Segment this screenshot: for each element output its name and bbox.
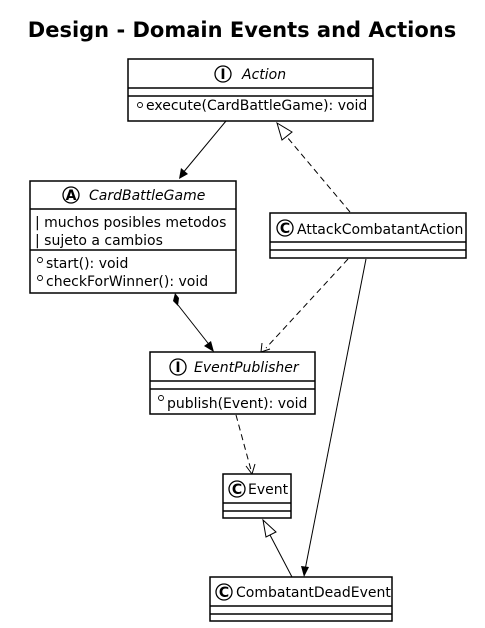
note-line-2: | sujeto a cambios (35, 233, 163, 249)
stereotype-letter: I (175, 360, 180, 376)
class-stereotype-icon (228, 480, 246, 498)
class-name: Action (241, 67, 286, 83)
class-name: EventPublisher (194, 360, 300, 376)
stereotype-letter: C (219, 585, 229, 601)
edge-attack-implements-action (286, 136, 351, 213)
composition-diamond (173, 293, 179, 306)
arrowhead-eventpublisher-2 (260, 342, 271, 353)
realization-arrowhead (276, 121, 293, 141)
stereotype-letter: C (280, 221, 290, 237)
class-action: I Action execute(CardBattleGame): void (127, 58, 374, 122)
edge-eventpublisher-to-event (235, 414, 252, 471)
class-name: CardBattleGame (89, 188, 205, 204)
edge-action-to-cardbattlegame (181, 120, 227, 175)
edge-cardbattlegame-to-eventpublisher (177, 304, 212, 348)
abstract-stereotype-icon (62, 186, 80, 204)
interface-stereotype-icon (169, 358, 187, 376)
edge-attack-to-combatantdeadevent (304, 258, 367, 571)
diagram-title: Design - Domain Events and Actions (28, 18, 456, 42)
stereotype-letter: A (66, 188, 77, 204)
stereotype-letter: C (232, 482, 242, 498)
class-eventpublisher: I EventPublisher publish(Event): void (149, 351, 316, 415)
arrowhead-combatantdeadevent (301, 566, 309, 577)
public-visibility-icon (37, 257, 43, 263)
note-line-1: | muchos posibles metodos (35, 215, 226, 231)
class-name: Event (248, 482, 289, 498)
class-name: AttackCombatantAction (297, 222, 463, 238)
public-visibility-icon (37, 275, 43, 281)
method-publish: publish(Event): void (167, 396, 307, 412)
class-event: C Event (222, 473, 292, 519)
class-stereotype-icon (215, 583, 233, 601)
method-start: start(): void (46, 256, 128, 272)
method-checkforwinner: checkForWinner(): void (46, 274, 208, 290)
interface-stereotype-icon (214, 65, 232, 83)
class-cardbattlegame: A CardBattleGame | muchos posibles metod… (29, 180, 237, 294)
arrowhead-cardbattlegame (179, 168, 188, 179)
method-execute: execute(CardBattleGame): void (146, 98, 367, 114)
stereotype-letter: I (220, 67, 225, 83)
public-visibility-icon (158, 395, 164, 401)
class-stereotype-icon (276, 219, 294, 237)
generalization-arrowhead (262, 518, 277, 538)
public-visibility-icon (137, 102, 143, 108)
edge-combatantdeadevent-extends-event (269, 534, 293, 578)
class-combatantdeadevent: C CombatantDeadEvent (209, 576, 393, 622)
class-attackcombatantaction: C AttackCombatantAction (269, 212, 467, 259)
arrowhead-eventpublisher-1 (204, 341, 214, 352)
class-name: CombatantDeadEvent (236, 585, 391, 601)
edge-attack-to-eventpublisher (265, 258, 349, 349)
